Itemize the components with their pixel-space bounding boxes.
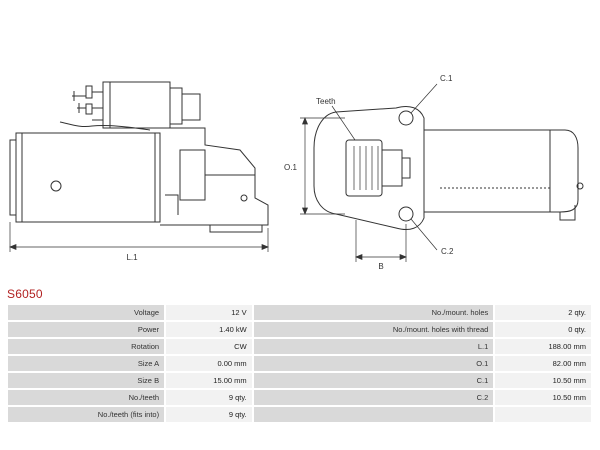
starter-technical-drawing: L.1 Teeth C.1 C.2 O.1 B — [9, 74, 584, 271]
spec-value: 15.00 mm — [166, 373, 252, 388]
spec-label: C.2 — [253, 390, 494, 405]
starter-side-view — [9, 81, 269, 233]
dimension-lines-front — [300, 83, 438, 262]
spec-value: 9 qty. — [166, 390, 252, 405]
spec-value: 9 qty. — [166, 407, 252, 422]
spec-value: 10.50 mm — [495, 390, 591, 405]
spec-value: 0 qty. — [495, 322, 591, 337]
dimension-l1 — [9, 222, 269, 252]
spec-label: O.1 — [253, 356, 494, 371]
starter-front-view — [313, 105, 584, 231]
spec-label: Rotation — [8, 339, 165, 354]
spec-label: No./teeth (fits into) — [8, 407, 165, 422]
spec-label: Voltage — [8, 305, 165, 320]
spec-value: 82.00 mm — [495, 356, 591, 371]
spec-label: No./mount. holes with thread — [253, 322, 494, 337]
label-width: B — [378, 262, 383, 271]
label-length: L.1 — [126, 253, 138, 262]
part-number-title: S6050 — [7, 287, 43, 301]
spec-label — [253, 407, 494, 422]
spec-value — [495, 407, 591, 422]
spec-value: 1.40 kW — [166, 322, 252, 337]
spec-label: No./teeth — [8, 390, 165, 405]
spec-label: Size B — [8, 373, 165, 388]
label-teeth: Teeth — [316, 97, 336, 106]
label-hole-top: C.1 — [440, 74, 453, 83]
spec-label: Power — [8, 322, 165, 337]
spec-value: 2 qty. — [495, 305, 591, 320]
label-height: O.1 — [284, 163, 297, 172]
spec-label: L.1 — [253, 339, 494, 354]
spec-label: Size A — [8, 356, 165, 371]
spec-value: 0.00 mm — [166, 356, 252, 371]
spec-value: CW — [166, 339, 252, 354]
spec-label: C.1 — [253, 373, 494, 388]
spec-value: 12 V — [166, 305, 252, 320]
label-hole-bottom: C.2 — [441, 247, 454, 256]
spec-value: 10.50 mm — [495, 373, 591, 388]
spec-value: 188.00 mm — [495, 339, 591, 354]
spec-row: No./teeth (fits into)9 qty. — [8, 407, 591, 422]
spec-label: No./mount. holes — [253, 305, 494, 320]
